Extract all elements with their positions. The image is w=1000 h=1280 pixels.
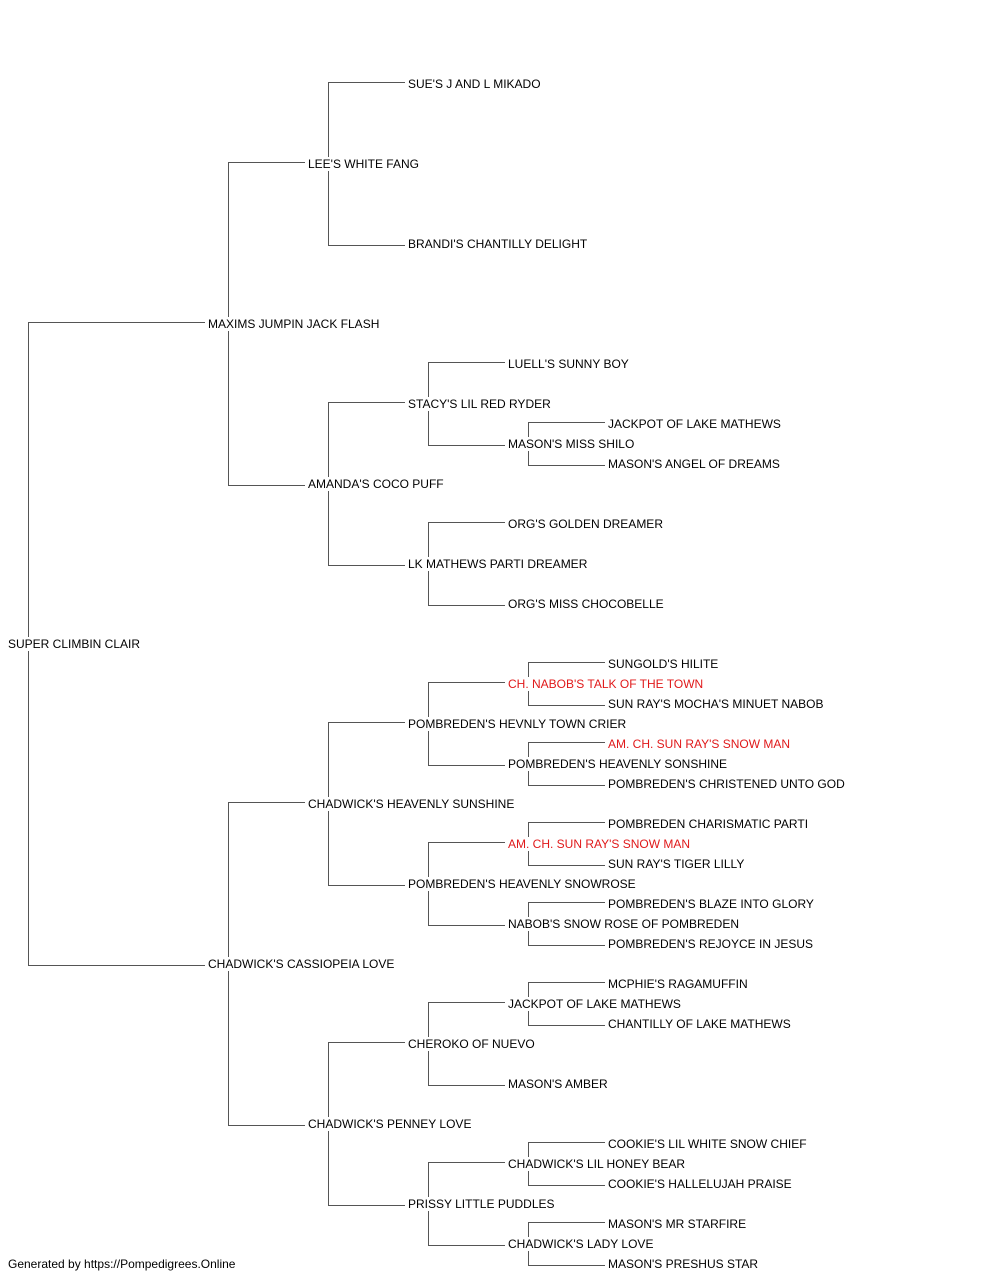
dam-sire-sire-dam-name: POMBREDEN'S HEAVENLY SONSHINE xyxy=(508,757,729,771)
dam-name: CHADWICK'S CASSIOPEIA LOVE xyxy=(208,957,396,971)
dam-dam-name: CHADWICK'S PENNEY LOVE xyxy=(308,1117,473,1131)
dam-sire-sire-dam-sire-name: AM. CH. SUN RAY'S SNOW MAN xyxy=(608,737,792,751)
dam-dam-dam-dam-name: CHADWICK'S LADY LOVE xyxy=(508,1237,655,1251)
dam-sire-sire-sire-name: CH. NABOB'S TALK OF THE TOWN xyxy=(508,677,705,691)
sire-name: MAXIMS JUMPIN JACK FLASH xyxy=(208,317,381,331)
sire-dam-sire-dam-name: MASON'S MISS SHILO xyxy=(508,437,636,451)
dam-dam-sire-sire-name: JACKPOT OF LAKE MATHEWS xyxy=(508,997,682,1011)
dam-sire-dam-sire-dam-name: SUN RAY'S TIGER LILLY xyxy=(608,857,746,871)
dam-sire-dam-sire-name: AM. CH. SUN RAY'S SNOW MAN xyxy=(508,837,692,851)
generated-by-footer: Generated by https://Pompedigrees.Online xyxy=(8,1257,236,1271)
dam-sire-dam-dam-sire-name: POMBREDEN'S BLAZE INTO GLORY xyxy=(608,897,815,911)
subject-name: SUPER CLIMBIN CLAIR xyxy=(8,637,142,651)
dam-dam-sire-sire-dam-name: CHANTILLY OF LAKE MATHEWS xyxy=(608,1017,792,1031)
sire-dam-sire-name: STACY'S LIL RED RYDER xyxy=(408,397,552,411)
dam-dam-sire-sire-sire-name: MCPHIE'S RAGAMUFFIN xyxy=(608,977,749,991)
sire-sire-dam-name: BRANDI'S CHANTILLY DELIGHT xyxy=(408,237,589,251)
dam-dam-sire-dam-name: MASON'S AMBER xyxy=(508,1077,609,1091)
dam-dam-dam-name: PRISSY LITTLE PUDDLES xyxy=(408,1197,556,1211)
sire-dam-dam-sire-name: ORG'S GOLDEN DREAMER xyxy=(508,517,664,531)
sire-dam-dam-dam-name: ORG'S MISS CHOCOBELLE xyxy=(508,597,665,611)
sire-dam-sire-sire-name: LUELL'S SUNNY BOY xyxy=(508,357,630,371)
dam-sire-sire-dam-dam-name: POMBREDEN'S CHRISTENED UNTO GOD xyxy=(608,777,846,791)
dam-sire-dam-sire-sire-name: POMBREDEN CHARISMATIC PARTI xyxy=(608,817,810,831)
dam-dam-sire-name: CHEROKO OF NUEVO xyxy=(408,1037,536,1051)
sire-dam-dam-name: LK MATHEWS PARTI DREAMER xyxy=(408,557,589,571)
dam-dam-dam-sire-sire-name: COOKIE'S LIL WHITE SNOW CHIEF xyxy=(608,1137,808,1151)
dam-sire-sire-sire-sire-name: SUNGOLD'S HILITE xyxy=(608,657,720,671)
sire-dam-sire-dam-sire-name: JACKPOT OF LAKE MATHEWS xyxy=(608,417,782,431)
dam-sire-dam-dam-dam-name: POMBREDEN'S REJOYCE IN JESUS xyxy=(608,937,814,951)
dam-sire-dam-dam-name: NABOB'S SNOW ROSE OF POMBREDEN xyxy=(508,917,740,931)
sire-dam-sire-dam-dam-name: MASON'S ANGEL OF DREAMS xyxy=(608,457,781,471)
sire-sire-sire-name: SUE'S J AND L MIKADO xyxy=(408,77,542,91)
dam-dam-dam-dam-sire-name: MASON'S MR STARFIRE xyxy=(608,1217,748,1231)
dam-sire-name: CHADWICK'S HEAVENLY SUNSHINE xyxy=(308,797,516,811)
dam-sire-sire-name: POMBREDEN'S HEVNLY TOWN CRIER xyxy=(408,717,628,731)
sire-sire-name: LEE'S WHITE FANG xyxy=(308,157,420,171)
sire-dam-name: AMANDA'S COCO PUFF xyxy=(308,477,445,491)
dam-sire-dam-name: POMBREDEN'S HEAVENLY SNOWROSE xyxy=(408,877,637,891)
dam-dam-dam-sire-name: CHADWICK'S LIL HONEY BEAR xyxy=(508,1157,686,1171)
dam-dam-dam-dam-dam-name: MASON'S PRESHUS STAR xyxy=(608,1257,760,1271)
dam-dam-dam-sire-dam-name: COOKIE'S HALLELUJAH PRAISE xyxy=(608,1177,793,1191)
dam-sire-sire-sire-dam-name: SUN RAY'S MOCHA'S MINUET NABOB xyxy=(608,697,825,711)
